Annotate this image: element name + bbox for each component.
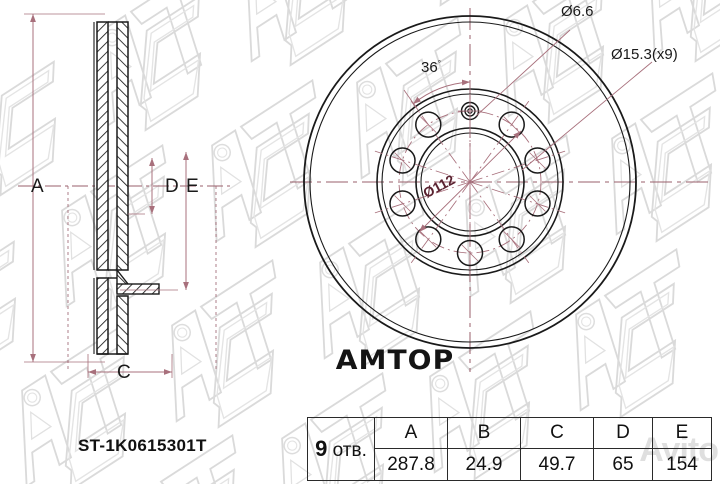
hole-count-word: отв.	[332, 440, 367, 461]
value-B: 24.9	[447, 448, 521, 481]
annotation-angle-36: 36°	[421, 59, 441, 76]
dimension-label-D: D	[165, 176, 179, 197]
header-C: C	[520, 417, 594, 449]
hole-count-number: 9	[315, 436, 328, 461]
leader-pin-hole	[475, 29, 571, 117]
disc-inner-wall	[116, 21, 129, 271]
dimension-label-C: C	[117, 362, 131, 383]
angle-value: 36	[421, 59, 438, 76]
hole-count-cell: 9 отв.	[307, 417, 375, 481]
value-A: 287.8	[374, 448, 448, 481]
part-number: ST-1K0615301T	[78, 436, 207, 455]
dimension-label-E: E	[186, 176, 199, 197]
table-header-row: 9 отв. A B C D E	[307, 417, 712, 481]
header-E: E	[652, 417, 712, 449]
amtop-logo: AMTOP	[335, 345, 455, 376]
hub-flange	[116, 283, 160, 295]
bell-outer-wall	[96, 277, 109, 355]
leader-bolt-holes	[521, 61, 653, 171]
value-D: 65	[593, 448, 653, 481]
header-B: B	[447, 417, 521, 449]
angle-unit: °	[437, 59, 441, 68]
locating-pin-hole	[458, 99, 482, 123]
cross-section-view	[18, 13, 232, 378]
bell-inner-wall	[116, 295, 129, 355]
header-D: D	[593, 417, 653, 449]
header-A: A	[374, 417, 448, 449]
annotation-pin-hole-diameter: Ø6.6	[561, 3, 594, 20]
angle-ext-line-left	[403, 89, 419, 111]
specification-table: 9 отв. A B C D E 287.8 24.9 49.7 65 154	[307, 417, 712, 481]
value-E: 154	[652, 448, 712, 481]
annotation-bolt-hole-diameter: Ø15.3(x9)	[611, 46, 678, 63]
disc-outer-wall	[96, 21, 109, 271]
dimension-label-A: A	[31, 176, 44, 197]
value-C: 49.7	[520, 448, 594, 481]
